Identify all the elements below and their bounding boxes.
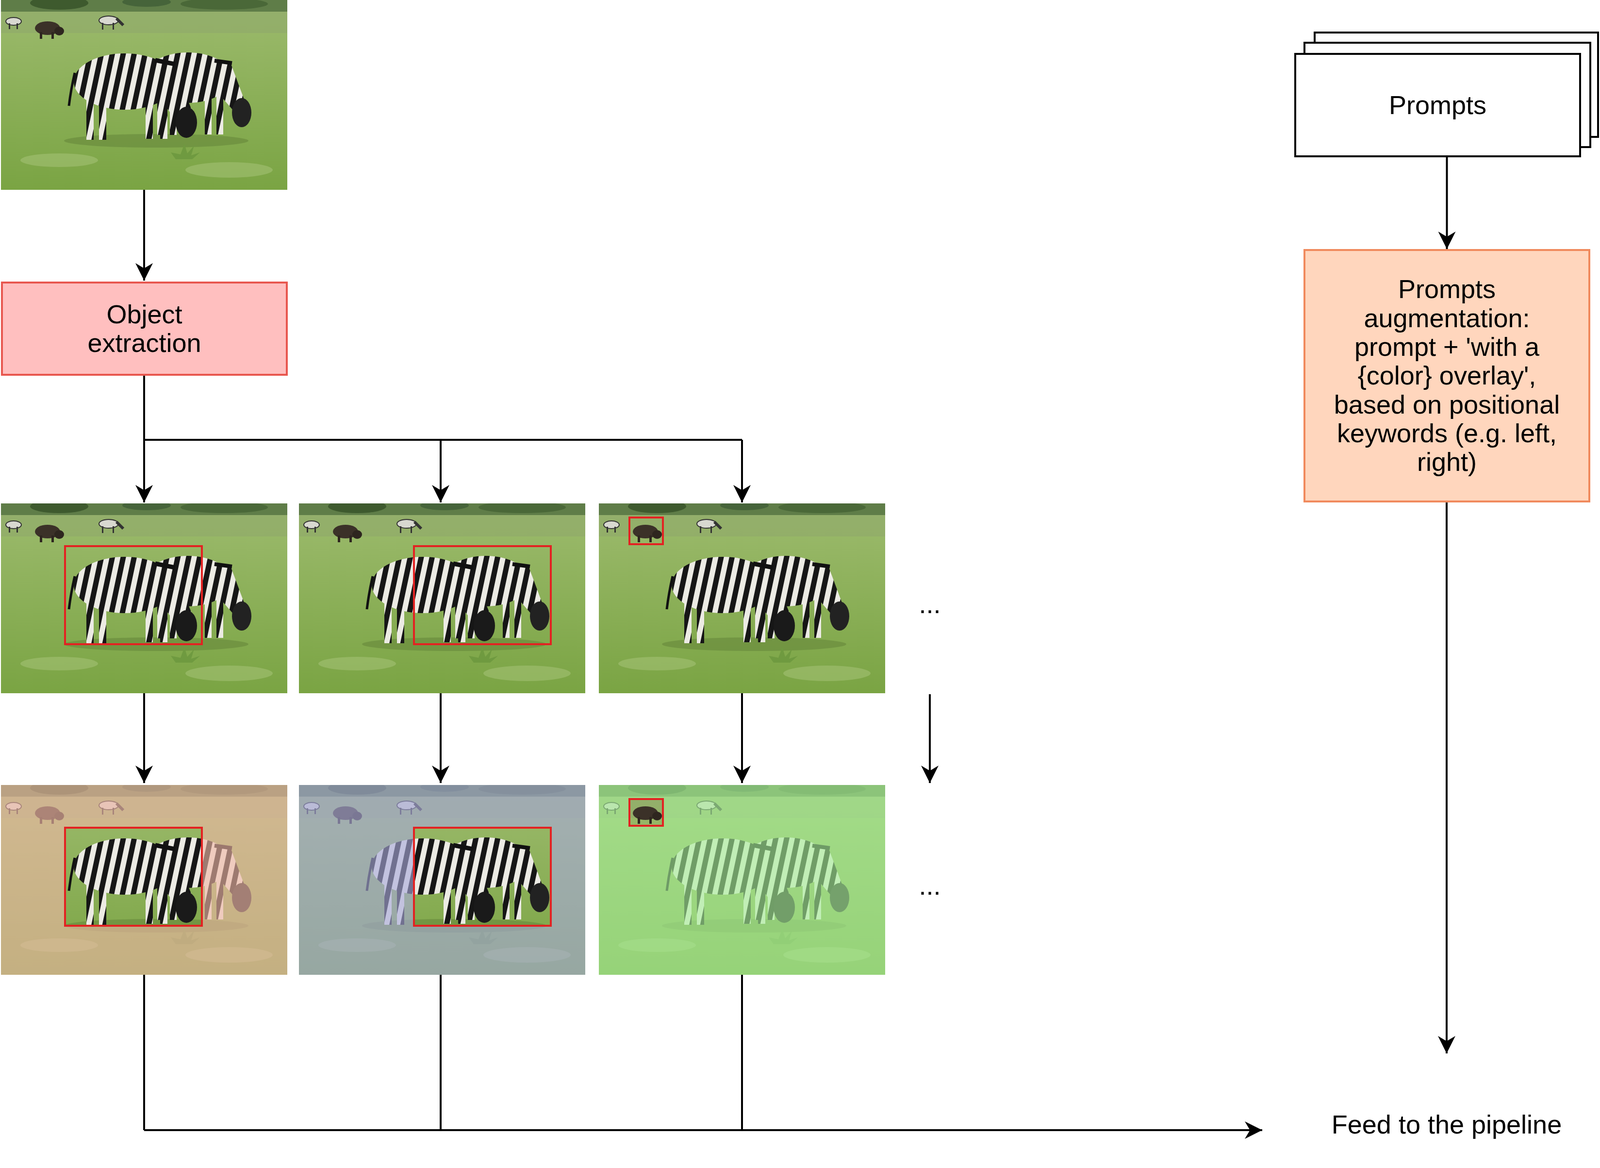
flow-arrow (928, 693, 931, 783)
input-stack-box: Prompts (1294, 52, 1582, 158)
node-text: Prompts (1388, 90, 1487, 120)
process-box: Prompts augmentation: prompt + 'with a {… (1303, 248, 1591, 503)
photo-with-box (298, 499, 586, 693)
ellipsis-label: ... (918, 589, 941, 619)
overlay-photo (598, 780, 886, 975)
color-overlay (598, 784, 886, 975)
photo-with-box (0, 499, 288, 693)
flow-arrow (143, 439, 146, 503)
split-line (144, 375, 743, 440)
process-box: Object extraction (0, 281, 288, 376)
flow-arrow (741, 692, 743, 783)
flow-arrow (144, 1128, 1263, 1131)
bounding-box (629, 798, 663, 826)
output-label: Feed to the pipeline (1319, 1053, 1574, 1151)
photo-with-box (598, 499, 886, 693)
merge-line (741, 974, 743, 1130)
merge-line (439, 974, 442, 1130)
flow-arrow (143, 189, 146, 281)
flow-arrow (143, 692, 146, 783)
overlay-photo (0, 780, 288, 975)
flow-arrow (741, 439, 743, 503)
flow-arrow (439, 692, 442, 783)
color-overlay (298, 784, 586, 975)
flow-arrow (439, 439, 442, 503)
flow-arrow (1445, 502, 1448, 1054)
merge-line (143, 974, 146, 1130)
overlay-photo (298, 780, 586, 975)
node-text: Object extraction (52, 299, 237, 358)
bounding-box (65, 545, 202, 644)
node-text: Prompts augmentation: prompt + 'with a {… (1320, 274, 1574, 477)
flow-arrow (1446, 157, 1449, 249)
bounding-box (629, 517, 663, 545)
color-overlay (0, 784, 288, 975)
ellipsis-label: ... (918, 871, 941, 900)
bounding-box (65, 827, 202, 926)
bounding-box (413, 827, 551, 926)
node-text: Feed to the pipeline (1331, 1109, 1562, 1139)
flow-lines (144, 189, 1263, 1130)
bounding-box (413, 545, 551, 644)
input-photo (0, 0, 288, 190)
